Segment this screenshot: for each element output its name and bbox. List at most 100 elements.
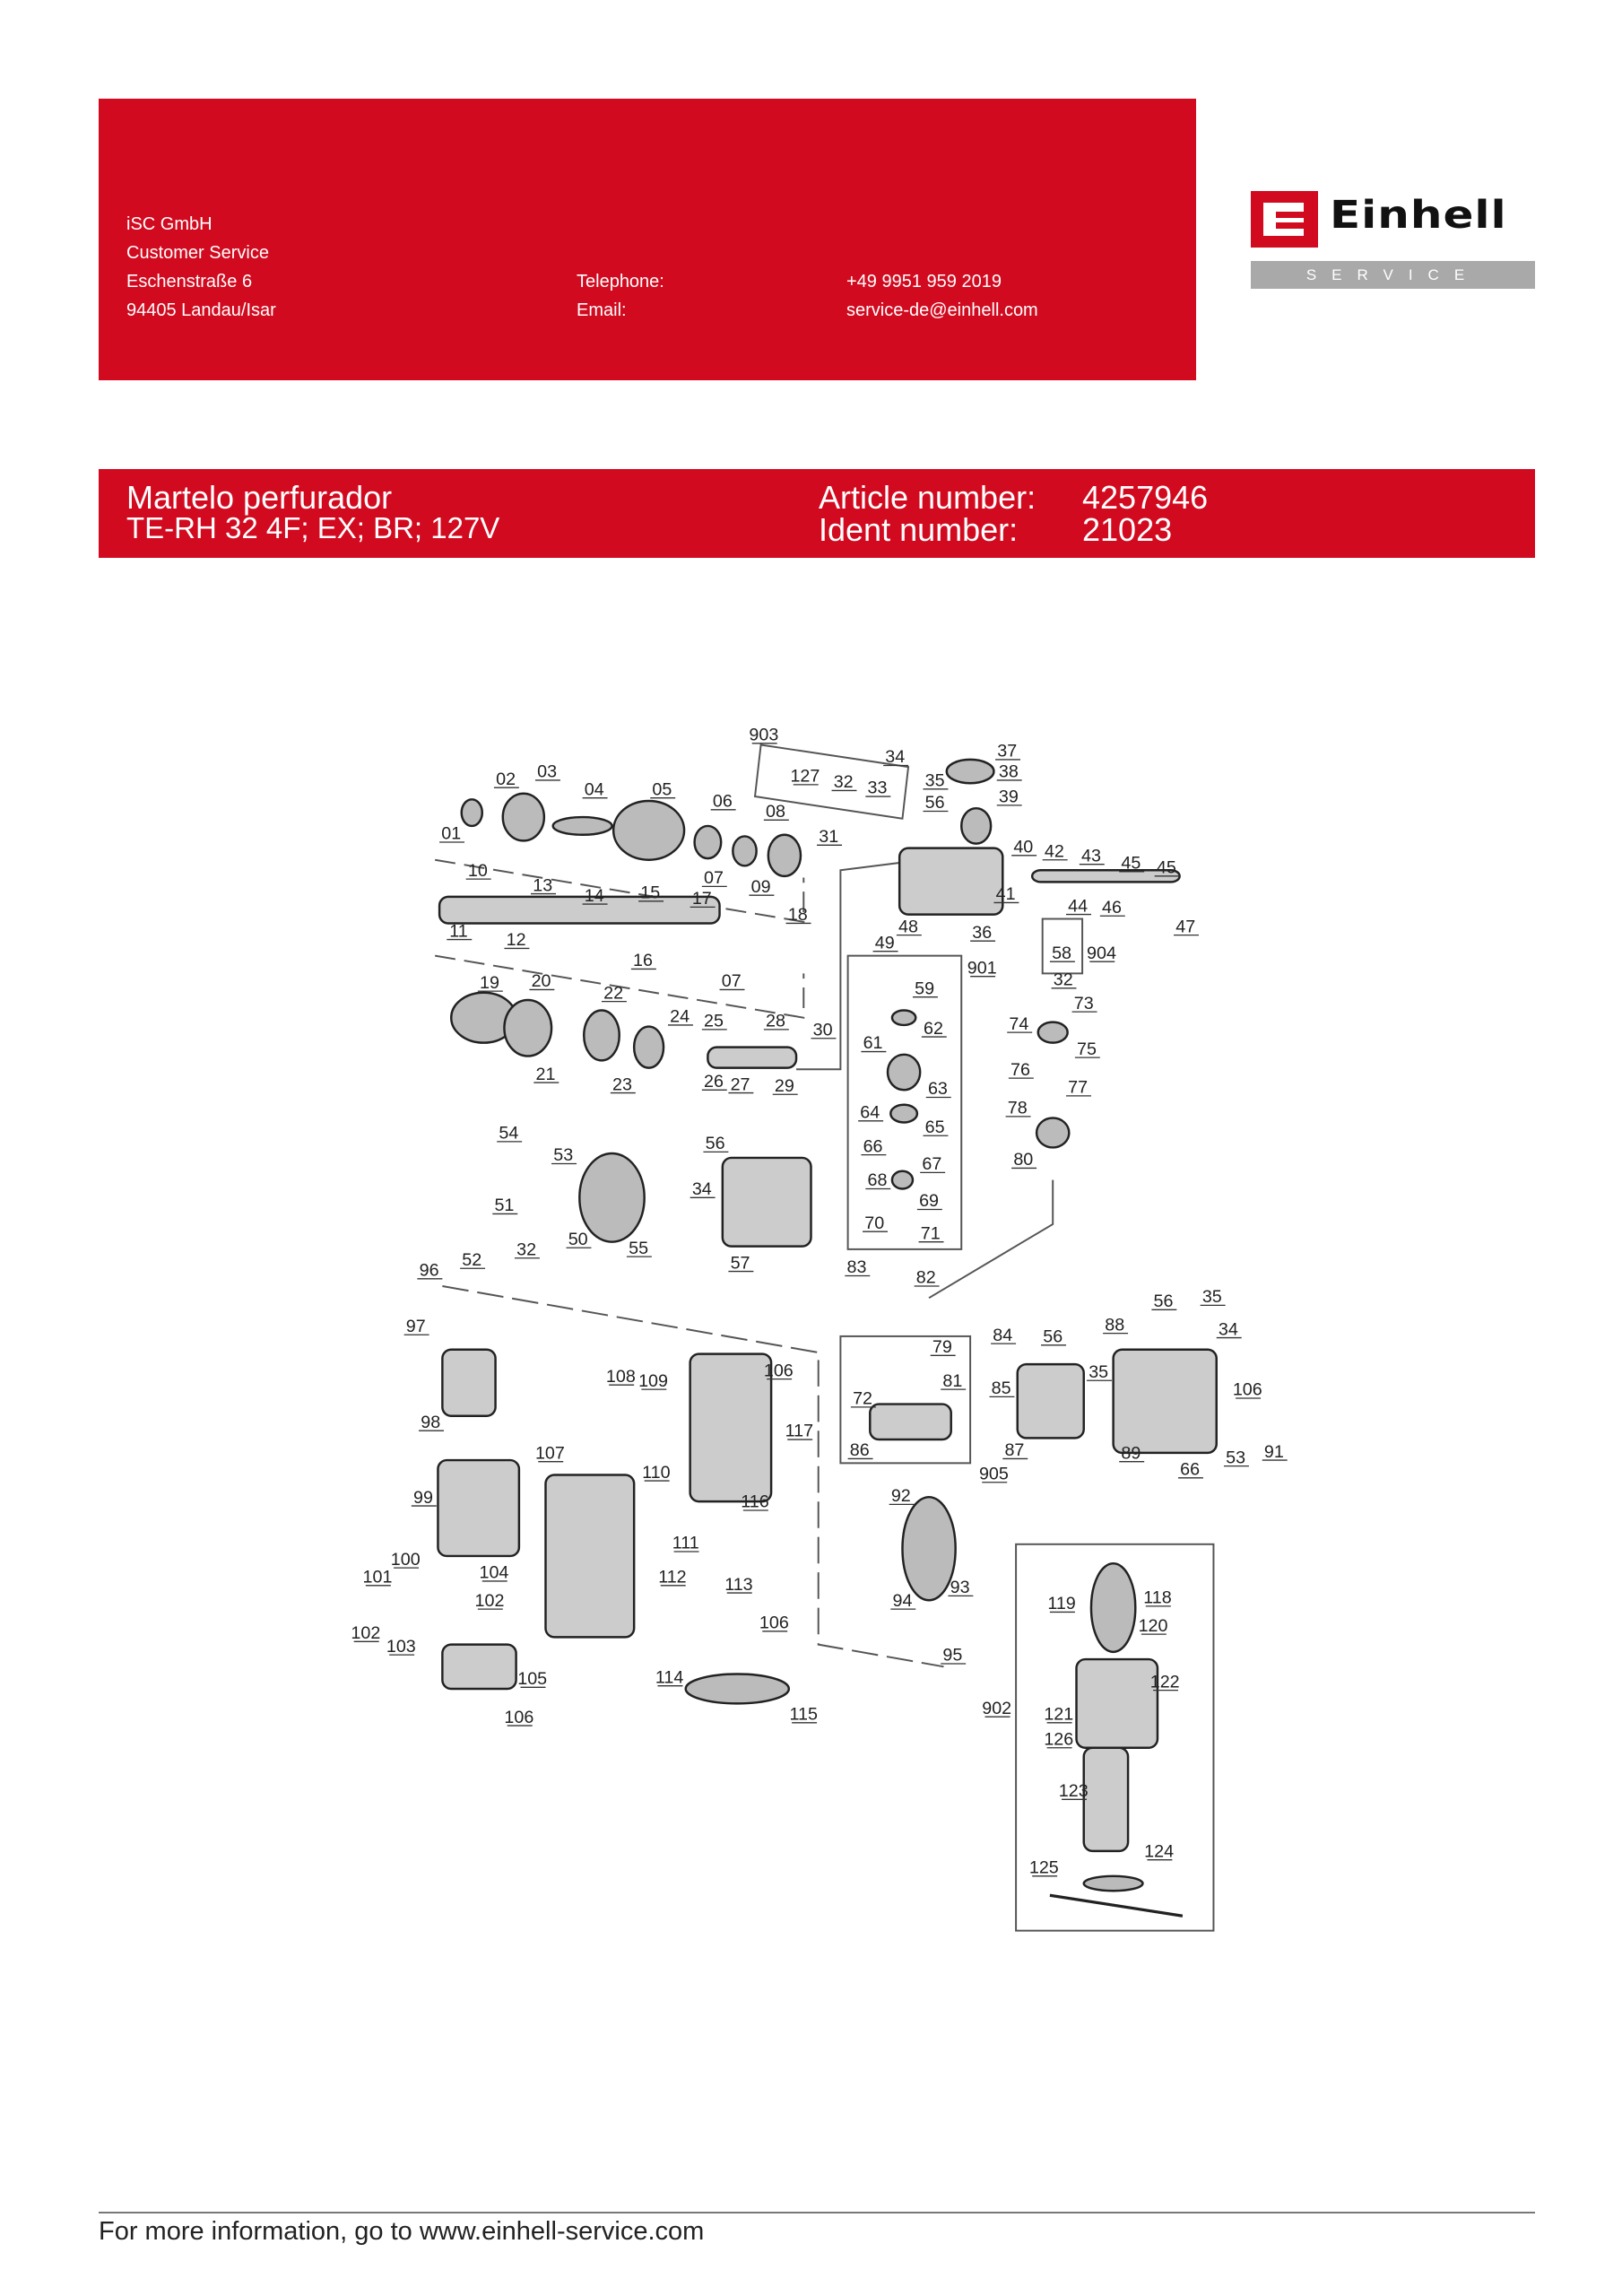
part-label-76: 76 (1010, 1060, 1030, 1080)
part-label-81: 81 (942, 1371, 962, 1391)
part-label-91: 91 (1264, 1442, 1284, 1462)
part-drawing (693, 824, 723, 860)
product-name: Martelo perfurador (126, 479, 393, 516)
part-label-57: 57 (731, 1253, 750, 1273)
part-label-100: 100 (391, 1550, 421, 1570)
part-label-110: 110 (642, 1463, 670, 1483)
part-label-105: 105 (517, 1669, 547, 1689)
part-label-27: 27 (731, 1074, 750, 1094)
connector-line (796, 862, 900, 1071)
part-drawing (960, 806, 993, 845)
frame-903 (753, 744, 910, 820)
part-label-88: 88 (1105, 1315, 1124, 1335)
email-address[interactable]: service-de@einhell.com (846, 300, 1038, 320)
part-label-45: 45 (1121, 854, 1141, 874)
part-label-09: 09 (751, 877, 771, 897)
part-drawing (898, 847, 1004, 916)
part-label-115: 115 (790, 1704, 818, 1724)
part-drawing (901, 1495, 957, 1602)
guide-line-lower (442, 1285, 944, 1668)
part-label-32: 32 (516, 1239, 536, 1259)
part-label-25: 25 (704, 1012, 724, 1031)
company-name: iSC GmbH (126, 214, 213, 234)
part-drawing (1082, 1746, 1130, 1853)
part-drawing (890, 1009, 917, 1027)
part-label-50: 50 (568, 1230, 588, 1249)
footer-divider (99, 2212, 1535, 2213)
part-label-56: 56 (1154, 1292, 1174, 1311)
part-label-59: 59 (915, 978, 934, 998)
part-label-82: 82 (916, 1268, 936, 1288)
part-label-29: 29 (775, 1076, 794, 1096)
part-label-87: 87 (1004, 1440, 1024, 1460)
part-label-19: 19 (480, 973, 499, 993)
part-label-66: 66 (1180, 1460, 1200, 1480)
part-drawing (1049, 1893, 1184, 1918)
part-drawing (767, 833, 802, 878)
part-label-97: 97 (406, 1317, 426, 1336)
part-drawing (945, 758, 995, 785)
part-label-24: 24 (670, 1007, 690, 1027)
part-label-62: 62 (924, 1019, 943, 1039)
part-label-103: 103 (386, 1637, 416, 1657)
part-label-56: 56 (1043, 1326, 1063, 1346)
part-drawing (460, 798, 484, 828)
part-label-104: 104 (479, 1563, 508, 1583)
part-label-53: 53 (553, 1145, 573, 1165)
article-number-label: Article number: (819, 479, 1037, 516)
part-label-119: 119 (1047, 1594, 1075, 1613)
footer-info-link[interactable]: For more information, go to www.einhell-… (99, 2217, 705, 2246)
part-drawing (441, 1643, 517, 1691)
telephone-number[interactable]: +49 9951 959 2019 (846, 272, 1002, 291)
part-label-11: 11 (449, 921, 467, 941)
part-label-56: 56 (706, 1134, 725, 1153)
part-label-42: 42 (1045, 841, 1064, 861)
part-label-34: 34 (1219, 1319, 1238, 1339)
part-label-127: 127 (790, 767, 820, 787)
part-label-44: 44 (1068, 896, 1088, 916)
part-drawing (501, 792, 546, 842)
part-label-23: 23 (612, 1074, 632, 1094)
part-label-41: 41 (996, 884, 1016, 904)
telephone-label: Telephone: (577, 272, 664, 291)
part-label-106: 106 (764, 1361, 794, 1380)
part-label-36: 36 (972, 923, 992, 943)
guide-line-middle (434, 954, 805, 1019)
part-label-124: 124 (1144, 1841, 1174, 1861)
part-label-07: 07 (704, 868, 724, 888)
part-drawing (578, 1152, 646, 1243)
part-label-43: 43 (1081, 846, 1101, 865)
frame-905 (839, 1335, 972, 1465)
part-drawing (1035, 1117, 1071, 1149)
part-label-35: 35 (1202, 1287, 1222, 1307)
street-address: Eschenstraße 6 (126, 272, 253, 291)
part-drawing (438, 895, 721, 925)
frame-901 (846, 954, 963, 1250)
part-label-93: 93 (950, 1578, 970, 1597)
part-label-109: 109 (638, 1371, 668, 1391)
part-label-08: 08 (766, 802, 785, 822)
part-label-905: 905 (979, 1464, 1009, 1483)
part-label-75: 75 (1077, 1039, 1097, 1059)
part-label-61: 61 (863, 1033, 883, 1053)
part-label-18: 18 (788, 905, 808, 925)
part-label-58: 58 (1052, 944, 1071, 963)
part-label-32: 32 (1054, 970, 1073, 990)
part-label-34: 34 (692, 1179, 712, 1199)
part-label-107: 107 (535, 1443, 565, 1463)
part-label-79: 79 (932, 1337, 952, 1357)
part-label-20: 20 (532, 971, 551, 991)
part-label-46: 46 (1102, 898, 1122, 918)
department: Customer Service (126, 243, 269, 263)
part-drawing (544, 1474, 636, 1639)
part-label-112: 112 (658, 1568, 686, 1587)
part-label-07: 07 (722, 971, 742, 991)
frame-902 (1015, 1543, 1215, 1932)
part-drawing (1089, 1561, 1137, 1654)
part-label-35: 35 (925, 771, 945, 791)
part-drawing (612, 799, 686, 861)
part-label-77: 77 (1068, 1078, 1088, 1098)
part-label-63: 63 (928, 1079, 948, 1099)
part-label-114: 114 (655, 1667, 683, 1687)
part-label-78: 78 (1008, 1099, 1028, 1118)
